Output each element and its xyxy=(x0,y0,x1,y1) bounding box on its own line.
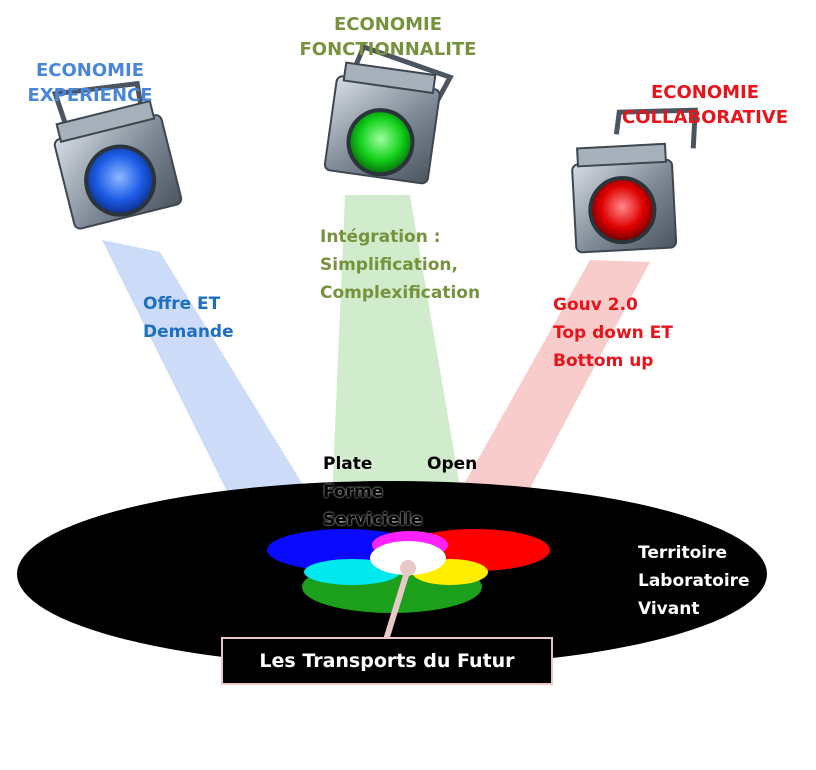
white-center xyxy=(370,541,446,575)
title-economie-collaborative: ECONOMIE COLLABORATIVE xyxy=(622,82,788,128)
red-beam xyxy=(430,260,650,545)
green-beam xyxy=(330,195,470,545)
caption-pointer xyxy=(383,568,411,641)
green-projector-icon xyxy=(323,43,454,185)
label-plateforme-servicielle: Plate Forme Servicielle xyxy=(323,454,423,530)
title-economie-experience: ECONOMIE EXPERIENCE xyxy=(27,60,153,106)
pointer-dot xyxy=(400,560,416,576)
blue-beam xyxy=(102,240,340,548)
title-economie-fonctionnalite: ECONOMIE FONCTIONNALITE xyxy=(299,14,477,60)
label-open-data: Open data xyxy=(427,454,478,502)
beam-text-integration: Intégration : Simplification, Complexifi… xyxy=(320,227,481,303)
blue-projector-icon xyxy=(51,80,183,230)
beam-text-gouv: Gouv 2.0 Top down ET Bottom up xyxy=(553,295,673,371)
label-territoire-laboratoire: Territoire Laboratoire Vivant xyxy=(638,543,750,619)
beam-text-offre: Offre ET Demande xyxy=(143,294,234,342)
caption-transports-du-futur: Les Transports du Futur xyxy=(221,637,553,685)
red-projector-icon xyxy=(571,107,698,254)
